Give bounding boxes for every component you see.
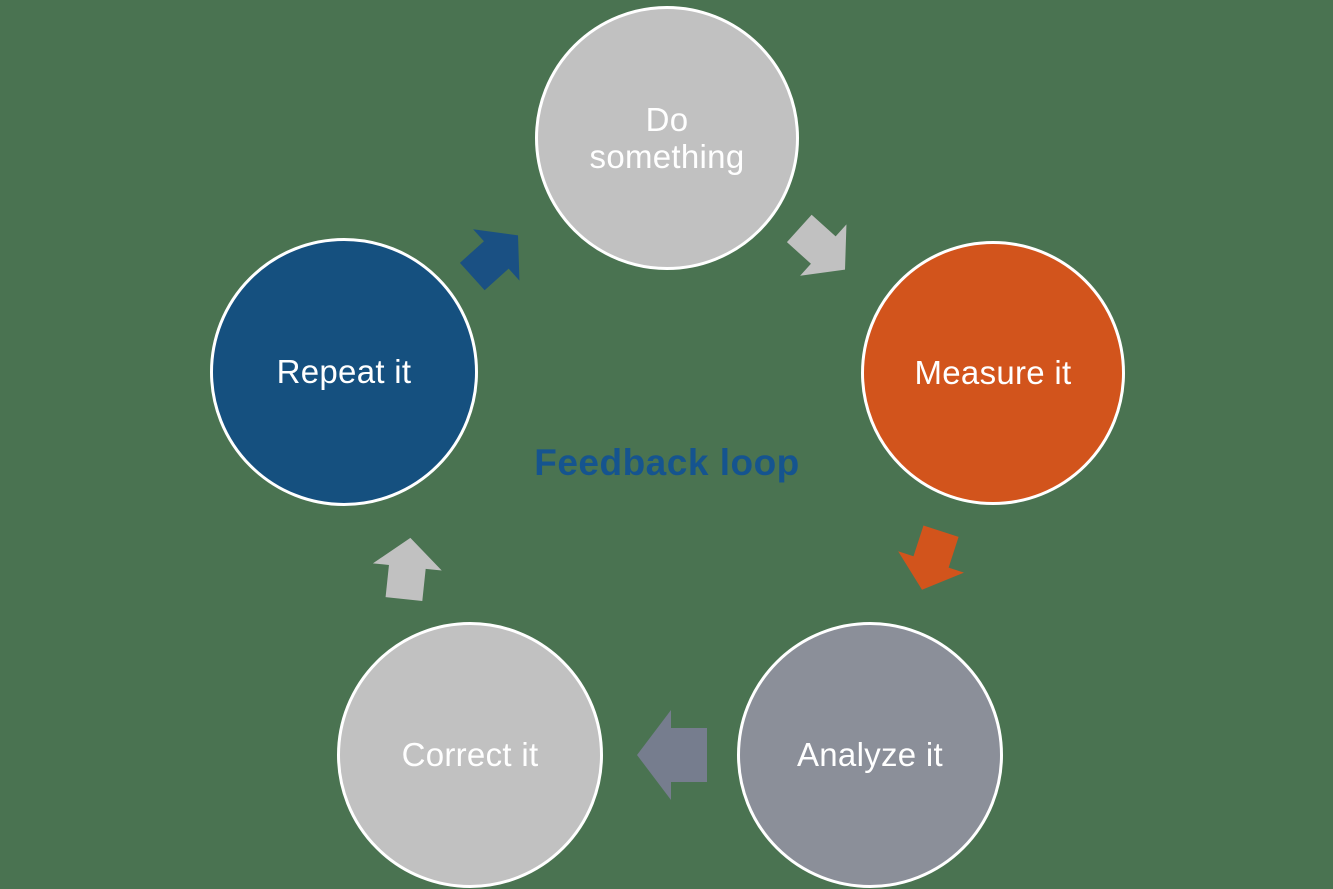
arrow-icon-correct-it-to-repeat-it <box>372 537 442 602</box>
arrow-icon-do-something-to-measure-it <box>786 214 847 276</box>
arrow-icon-repeat-it-to-do-something <box>459 229 520 291</box>
step-circle-analyze-it: Analyze it <box>737 622 1003 888</box>
block-arrow-shape <box>786 214 847 276</box>
arrow-icon-measure-it-to-analyze-it <box>898 525 964 590</box>
step-label: Measure it <box>914 354 1072 392</box>
step-label: Repeat it <box>276 353 412 391</box>
diagram-title: Feedback loop <box>534 442 800 483</box>
block-arrow-shape <box>637 710 707 800</box>
step-label: Analyze it <box>796 736 944 774</box>
step-label: Correct it <box>401 736 539 774</box>
step-circle-measure-it: Measure it <box>861 241 1125 505</box>
block-arrow-shape <box>459 229 520 291</box>
step-label-line: something <box>589 138 745 175</box>
step-circle-repeat-it: Repeat it <box>210 238 478 506</box>
step-circle-do-something: Do something <box>535 6 799 270</box>
block-arrow-shape <box>372 537 442 602</box>
block-arrow-shape <box>898 525 964 590</box>
step-circle-correct-it: Correct it <box>337 622 603 888</box>
arrow-icon-analyze-it-to-correct-it <box>637 710 707 800</box>
step-label-line: Do <box>645 100 689 138</box>
